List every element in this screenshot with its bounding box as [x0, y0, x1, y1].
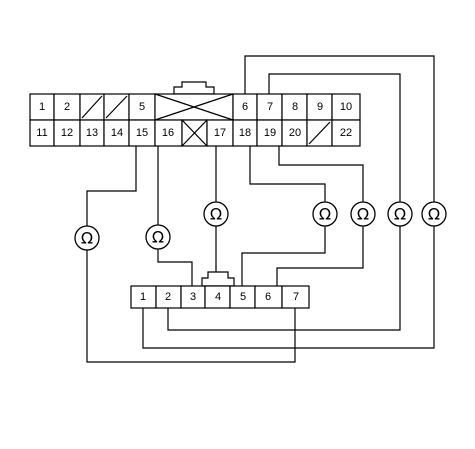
pin-label-a12: 12 [61, 127, 73, 139]
ohmmeter-circle [350, 201, 376, 227]
connector-a-lock-tab [173, 81, 215, 95]
pin-label-a19: 19 [264, 127, 276, 139]
unused-slash [308, 121, 331, 145]
cavity-a5 [128, 93, 156, 121]
pin-label-a15: 15 [136, 127, 148, 139]
ohmmeter-circle [203, 201, 229, 227]
pin-label-b1: 1 [140, 291, 146, 303]
pin-label-a22: 22 [340, 127, 352, 139]
pin-label-b7: 7 [293, 291, 299, 303]
ohm-icon: Ω [81, 229, 93, 248]
pin-label-a9: 9 [317, 101, 323, 113]
pin-label-a2: 2 [64, 101, 70, 113]
cavity-a7 [256, 93, 283, 121]
pin-label-b6: 6 [265, 291, 271, 303]
cavity-a18 [232, 119, 258, 147]
cavity-a12 [53, 119, 81, 147]
connector-b: 1 2 3 4 5 6 7 [130, 271, 310, 309]
ohmmeter-c: Ω [203, 201, 229, 227]
blank-cross [181, 119, 208, 147]
pin-label-a8: 8 [292, 101, 298, 113]
pin-label-a18: 18 [239, 127, 251, 139]
pin-label-a13: 13 [86, 127, 98, 139]
pin-label-b2: 2 [165, 291, 171, 303]
pin-label-a11: 11 [36, 127, 47, 139]
pin-label-a16: 16 [162, 127, 174, 139]
pin-label-a1: 1 [39, 101, 45, 113]
cavity-a22 [331, 119, 361, 147]
ohmmeter-r1: Ω [350, 201, 376, 227]
wiring [86, 55, 435, 363]
ohm-icon: Ω [319, 205, 331, 224]
ohmmeter-circle [145, 224, 171, 250]
wire-b5-a18 [241, 146, 326, 286]
ohm-icon: Ω [210, 205, 222, 224]
wire-b2-a7 [167, 73, 401, 331]
ohm-icon: Ω [428, 205, 440, 224]
cavity-a15 [128, 119, 156, 147]
unused-slash [81, 95, 103, 119]
pin-label-b3: 3 [190, 291, 196, 303]
pin-label-a14: 14 [111, 127, 123, 139]
pin-label-b5: 5 [240, 291, 246, 303]
pin-label-a5: 5 [139, 101, 145, 113]
pin-label-b4: 4 [215, 291, 221, 303]
wire-b7-a15 [86, 146, 296, 363]
pin-label-a10: 10 [340, 101, 352, 113]
cavity-b7 [281, 285, 310, 309]
cavity-a14 [103, 119, 130, 147]
ohmmeter-r3: Ω [421, 201, 447, 227]
pin-label-a20: 20 [289, 127, 301, 139]
ohmmeter-r0: Ω [312, 201, 338, 227]
cavity-a19 [256, 119, 283, 147]
ohmmeter-l2: Ω [145, 224, 171, 250]
ohm-icon: Ω [357, 205, 369, 224]
wire-b1-a18 [142, 55, 435, 349]
ohmmeter-circle [312, 201, 338, 227]
wire-b6-a19 [276, 146, 364, 286]
ohmmeter-r2: Ω [387, 201, 413, 227]
pin-label-a6: 6 [242, 101, 248, 113]
cavity-a17 [206, 119, 234, 147]
connector-a: 1 2 5 6 7 8 9 10 11 12 13 14 15 [29, 81, 361, 147]
unused-slash [105, 95, 128, 119]
ohmmeter-circle [421, 201, 447, 227]
ohm-icon: Ω [394, 205, 406, 224]
ohmmeter-l1: Ω [74, 225, 100, 251]
pin-label-a7: 7 [267, 101, 273, 113]
pin-label-a17: 17 [214, 127, 226, 139]
ohm-icon: Ω [152, 228, 164, 247]
cavity-a20 [281, 119, 308, 147]
ohmmeter-circle [74, 225, 100, 251]
blank-cross [154, 93, 234, 121]
wire-b3-a16 [157, 146, 193, 286]
ohmmeter-circle [387, 201, 413, 227]
connector-b-lock-tab [201, 271, 235, 287]
cavity-a11 [29, 119, 55, 147]
